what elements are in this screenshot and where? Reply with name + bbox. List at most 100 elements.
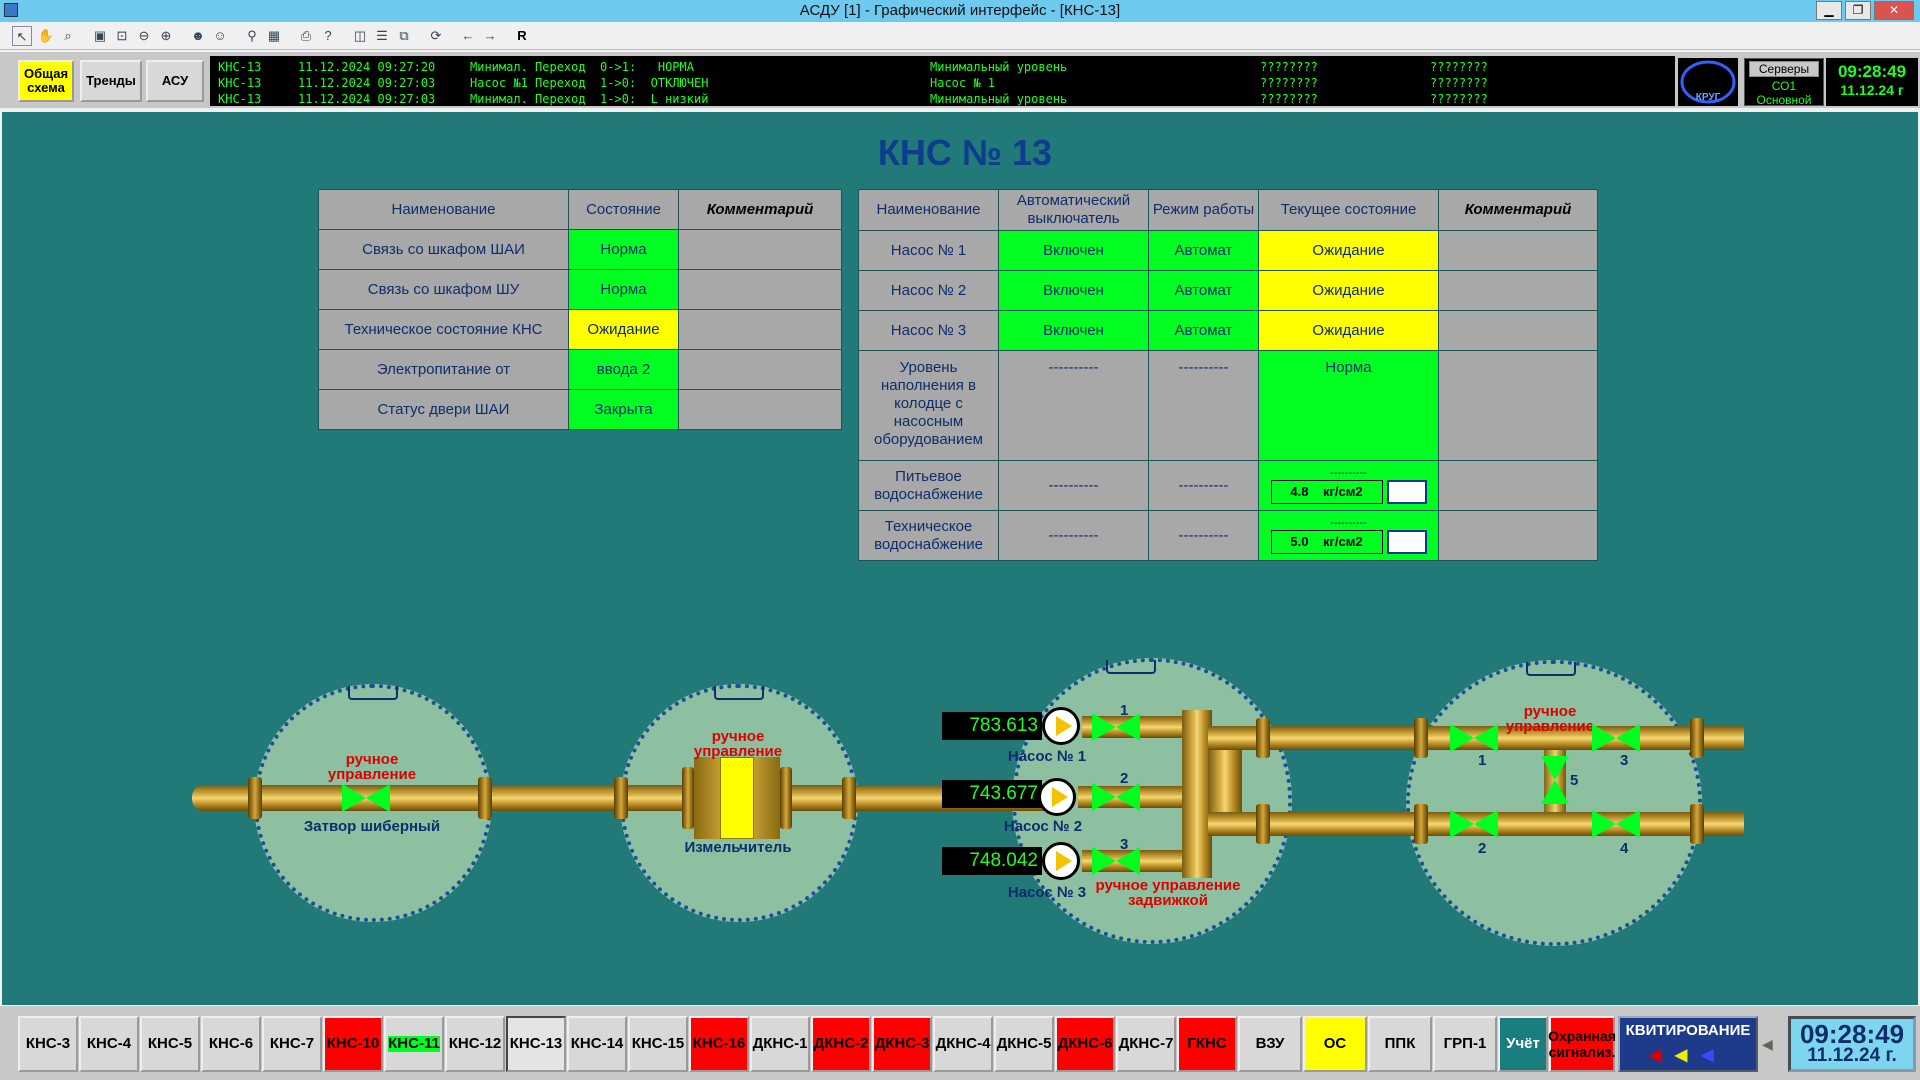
valve-5-bottom[interactable] [1541,780,1569,804]
pipe-flange [842,777,856,819]
col-header: Режим работы [1148,189,1259,231]
nav-kns-11[interactable]: КНС-11 [384,1016,444,1072]
nav-dkns-6[interactable]: ДКНС-6 [1055,1016,1115,1072]
nav-grp-1[interactable]: ГРП-1 [1433,1016,1497,1072]
speaker-yellow-icon[interactable]: ◀ [1674,1047,1702,1064]
pump1-icon[interactable] [1042,707,1080,745]
nav-security-alarm[interactable]: Охранная сигнализ. [1548,1016,1616,1072]
list-icon[interactable]: ☰ [376,28,388,43]
nav-vzu[interactable]: ВЗУ [1238,1016,1302,1072]
nav-kns-12[interactable]: КНС-12 [445,1016,505,1072]
trends-button[interactable]: Тренды [80,60,142,102]
nav-dkns-4[interactable]: ДКНС-4 [933,1016,993,1072]
row-comment[interactable] [1438,460,1598,511]
valve-5-top[interactable] [1541,756,1569,780]
forward-arrow-icon[interactable]: → [483,28,497,43]
drink-water-gauge: 4.8 кг/см2 [1270,479,1383,504]
tech-water-name: Техническое водоснабжение [858,510,999,561]
speaker-red-icon[interactable]: ◀ [1648,1047,1675,1064]
row-state: Норма [568,269,679,310]
col-header: Состояние [568,189,679,230]
nav-kns-16[interactable]: КНС-16 [689,1016,749,1072]
row-comment[interactable] [1438,350,1598,461]
acknowledge-panel[interactable]: КВИТИРОВАНИЕ ◀◀◀ [1618,1016,1758,1072]
asu-button[interactable]: АСУ [146,60,204,102]
close-button[interactable]: ✕ [1874,1,1914,20]
layout-icon[interactable]: ◫ [353,28,367,43]
row-comment[interactable] [678,269,842,310]
nav-os[interactable]: ОС [1303,1016,1367,1072]
pump3-icon[interactable] [1042,842,1080,880]
nav-kns-10[interactable]: КНС-10 [323,1016,383,1072]
nav-kns-14[interactable]: КНС-14 [567,1016,627,1072]
level-state: Норма [1258,350,1439,461]
pointer-icon[interactable]: ↖ [12,26,32,46]
nav-gkns[interactable]: ГКНС [1177,1016,1237,1072]
zoom-in-icon[interactable]: ⊕ [160,28,172,43]
nav-dkns-5[interactable]: ДКНС-5 [994,1016,1054,1072]
nav-kns-15[interactable]: КНС-15 [628,1016,688,1072]
grinder[interactable] [720,757,754,839]
pipe-flange [248,777,262,819]
trend-chart-icon[interactable] [1386,479,1427,504]
nav-dkns-3[interactable]: ДКНС-3 [872,1016,932,1072]
nav-ppk[interactable]: ППК [1368,1016,1432,1072]
zoom-icon[interactable]: ⌕ [64,28,72,43]
right-status-table: Наименование Автоматический выключатель … [858,189,1598,561]
nav-kns-3[interactable]: КНС-3 [18,1016,78,1072]
minimize-button[interactable]: ▁ [1816,1,1842,20]
row-comment[interactable] [1438,230,1598,271]
current-state: Ожидание [1258,310,1439,351]
nav-kns-4[interactable]: КНС-4 [79,1016,139,1072]
grid-icon[interactable]: ▦ [267,28,281,43]
nav-dkns-2[interactable]: ДКНС-2 [811,1016,871,1072]
pump2-icon[interactable] [1038,778,1076,816]
hand-icon[interactable]: ✋ [37,28,55,43]
nav-kns-13[interactable]: КНС-13 [506,1016,566,1072]
general-scheme-button[interactable]: Общая схема [18,60,74,102]
r-button[interactable]: R [517,28,527,43]
nav-dkns-1[interactable]: ДКНС-1 [750,1016,810,1072]
user-settings-icon[interactable]: ☺ [213,28,227,43]
nav-dkns-7[interactable]: ДКНС-7 [1116,1016,1176,1072]
sound-icon[interactable]: ◀ [1762,1036,1773,1052]
nav-kns-7[interactable]: КНС-7 [262,1016,322,1072]
servers-panel[interactable]: Серверы СО1 Основной [1744,58,1824,107]
help-icon[interactable]: ? [324,28,332,43]
trend-chart-icon[interactable] [1386,529,1427,554]
drink-water-mode: ---------- [1148,460,1259,511]
row-comment[interactable] [678,389,842,430]
row-comment[interactable] [678,229,842,270]
top-clock-time: 09:28:49 [1837,62,1907,81]
actual-size-icon[interactable]: ▣ [93,28,107,43]
nav-uchet[interactable]: Учёт [1498,1016,1548,1072]
speaker-blue-icon[interactable]: ◀ [1701,1047,1728,1064]
row-comment[interactable] [1438,310,1598,351]
server-name: СО1 [1771,79,1797,93]
nav-kns-6[interactable]: КНС-6 [201,1016,261,1072]
zoom-fit-icon[interactable]: ⊡ [116,28,128,43]
user-icon[interactable]: ☻ [191,28,205,43]
binoculars-icon[interactable]: ⚲ [247,28,257,43]
print-icon[interactable]: ⎙ [300,28,312,43]
windows-icon[interactable]: ⧉ [399,28,409,43]
restore-button[interactable]: ❐ [1845,1,1871,20]
servers-button[interactable]: Серверы [1749,61,1819,77]
pipe-flange [1690,804,1704,844]
tech-water-value: 5.0 [1290,533,1309,549]
row-comment[interactable] [1438,270,1598,311]
zoom-out-icon[interactable]: ⊖ [138,28,150,43]
nav-kns-5[interactable]: КНС-5 [140,1016,200,1072]
row-comment[interactable] [678,309,842,350]
row-comment[interactable] [678,349,842,390]
pump1-label: Насос № 1 [1007,748,1087,765]
col-header: Автоматический выключатель [998,189,1149,231]
back-arrow-icon[interactable]: ← [461,28,475,43]
row-comment[interactable] [1438,510,1598,561]
refresh-icon[interactable]: ⟳ [430,28,442,43]
bottom-clock-time: 09:28:49 [1799,1019,1905,1049]
